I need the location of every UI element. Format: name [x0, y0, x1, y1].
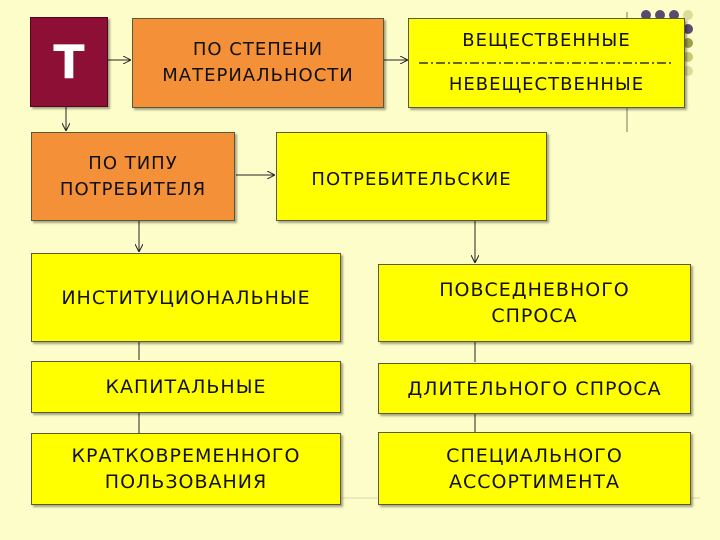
short-term-node: КРАТКОВРЕМЕННОГО ПОЛЬЗОВАНИЯ	[31, 433, 341, 505]
consumer-type-node: ПО ТИПУ ПОТРЕБИТЕЛЯ	[31, 132, 235, 221]
decor-dot	[683, 10, 693, 20]
special-assortment-label-line2: АССОРТИМЕНТА	[448, 470, 621, 493]
decor-dot	[641, 10, 651, 20]
short-term-label-line1: КРАТКОВРЕМЕННОГО	[71, 445, 301, 467]
decor-dot	[683, 24, 693, 34]
root-label: Т	[53, 35, 85, 89]
root-node: Т	[30, 17, 108, 107]
option-material: ВЕЩЕСТВЕННЫЕ	[462, 30, 631, 52]
durable-demand-node: ДЛИТЕЛЬНОГО СПРОСА	[378, 363, 691, 414]
capital-node: КАПИТАЛЬНЫЕ	[31, 361, 341, 413]
special-assortment-label-line1: СПЕЦИАЛЬНОГО	[446, 444, 623, 467]
everyday-demand-label-line2: СПРОСА	[491, 305, 578, 327]
decor-dot	[683, 38, 693, 48]
consumer-type-label-line2: ПОТРЕБИТЕЛЯ	[59, 178, 207, 200]
durable-demand-label: ДЛИТЕЛЬНОГО СПРОСА	[407, 377, 662, 400]
institutional-node: ИНСТИТУЦИОНАЛЬНЫЕ	[31, 253, 341, 342]
materiality-options-node: ВЕЩЕСТВЕННЫЕ НЕВЕЩЕСТВЕННЫЕ	[408, 18, 685, 108]
everyday-demand-node: ПОВСЕДНЕВНОГО СПРОСА	[378, 264, 691, 342]
consumer-goods-label: ПОТРЕБИТЕЛЬСКИЕ	[311, 169, 512, 190]
option-divider	[419, 62, 674, 64]
institutional-label: ИНСТИТУЦИОНАЛЬНЫЕ	[61, 286, 311, 309]
decor-dot	[683, 66, 693, 76]
short-term-label-line2: ПОЛЬЗОВАНИЯ	[104, 471, 268, 493]
materiality-label-line2: МАТЕРИАЛЬНОСТИ	[162, 65, 354, 86]
option-immaterial: НЕВЕЩЕСТВЕННЫЕ	[448, 73, 645, 95]
consumer-type-label-line1: ПО ТИПУ	[88, 152, 178, 174]
capital-label: КАПИТАЛЬНЫЕ	[105, 376, 267, 398]
decor-dot	[655, 10, 665, 20]
consumer-goods-node: ПОТРЕБИТЕЛЬСКИЕ	[276, 132, 547, 221]
materiality-label-line1: ПО СТЕПЕНИ	[192, 39, 324, 60]
special-assortment-node: СПЕЦИАЛЬНОГО АССОРТИМЕНТА	[378, 432, 691, 505]
everyday-demand-label-line1: ПОВСЕДНЕВНОГО	[439, 279, 630, 301]
materiality-node: ПО СТЕПЕНИ МАТЕРИАЛЬНОСТИ	[132, 18, 384, 108]
decor-dot	[669, 10, 679, 20]
decor-dot	[683, 52, 693, 62]
